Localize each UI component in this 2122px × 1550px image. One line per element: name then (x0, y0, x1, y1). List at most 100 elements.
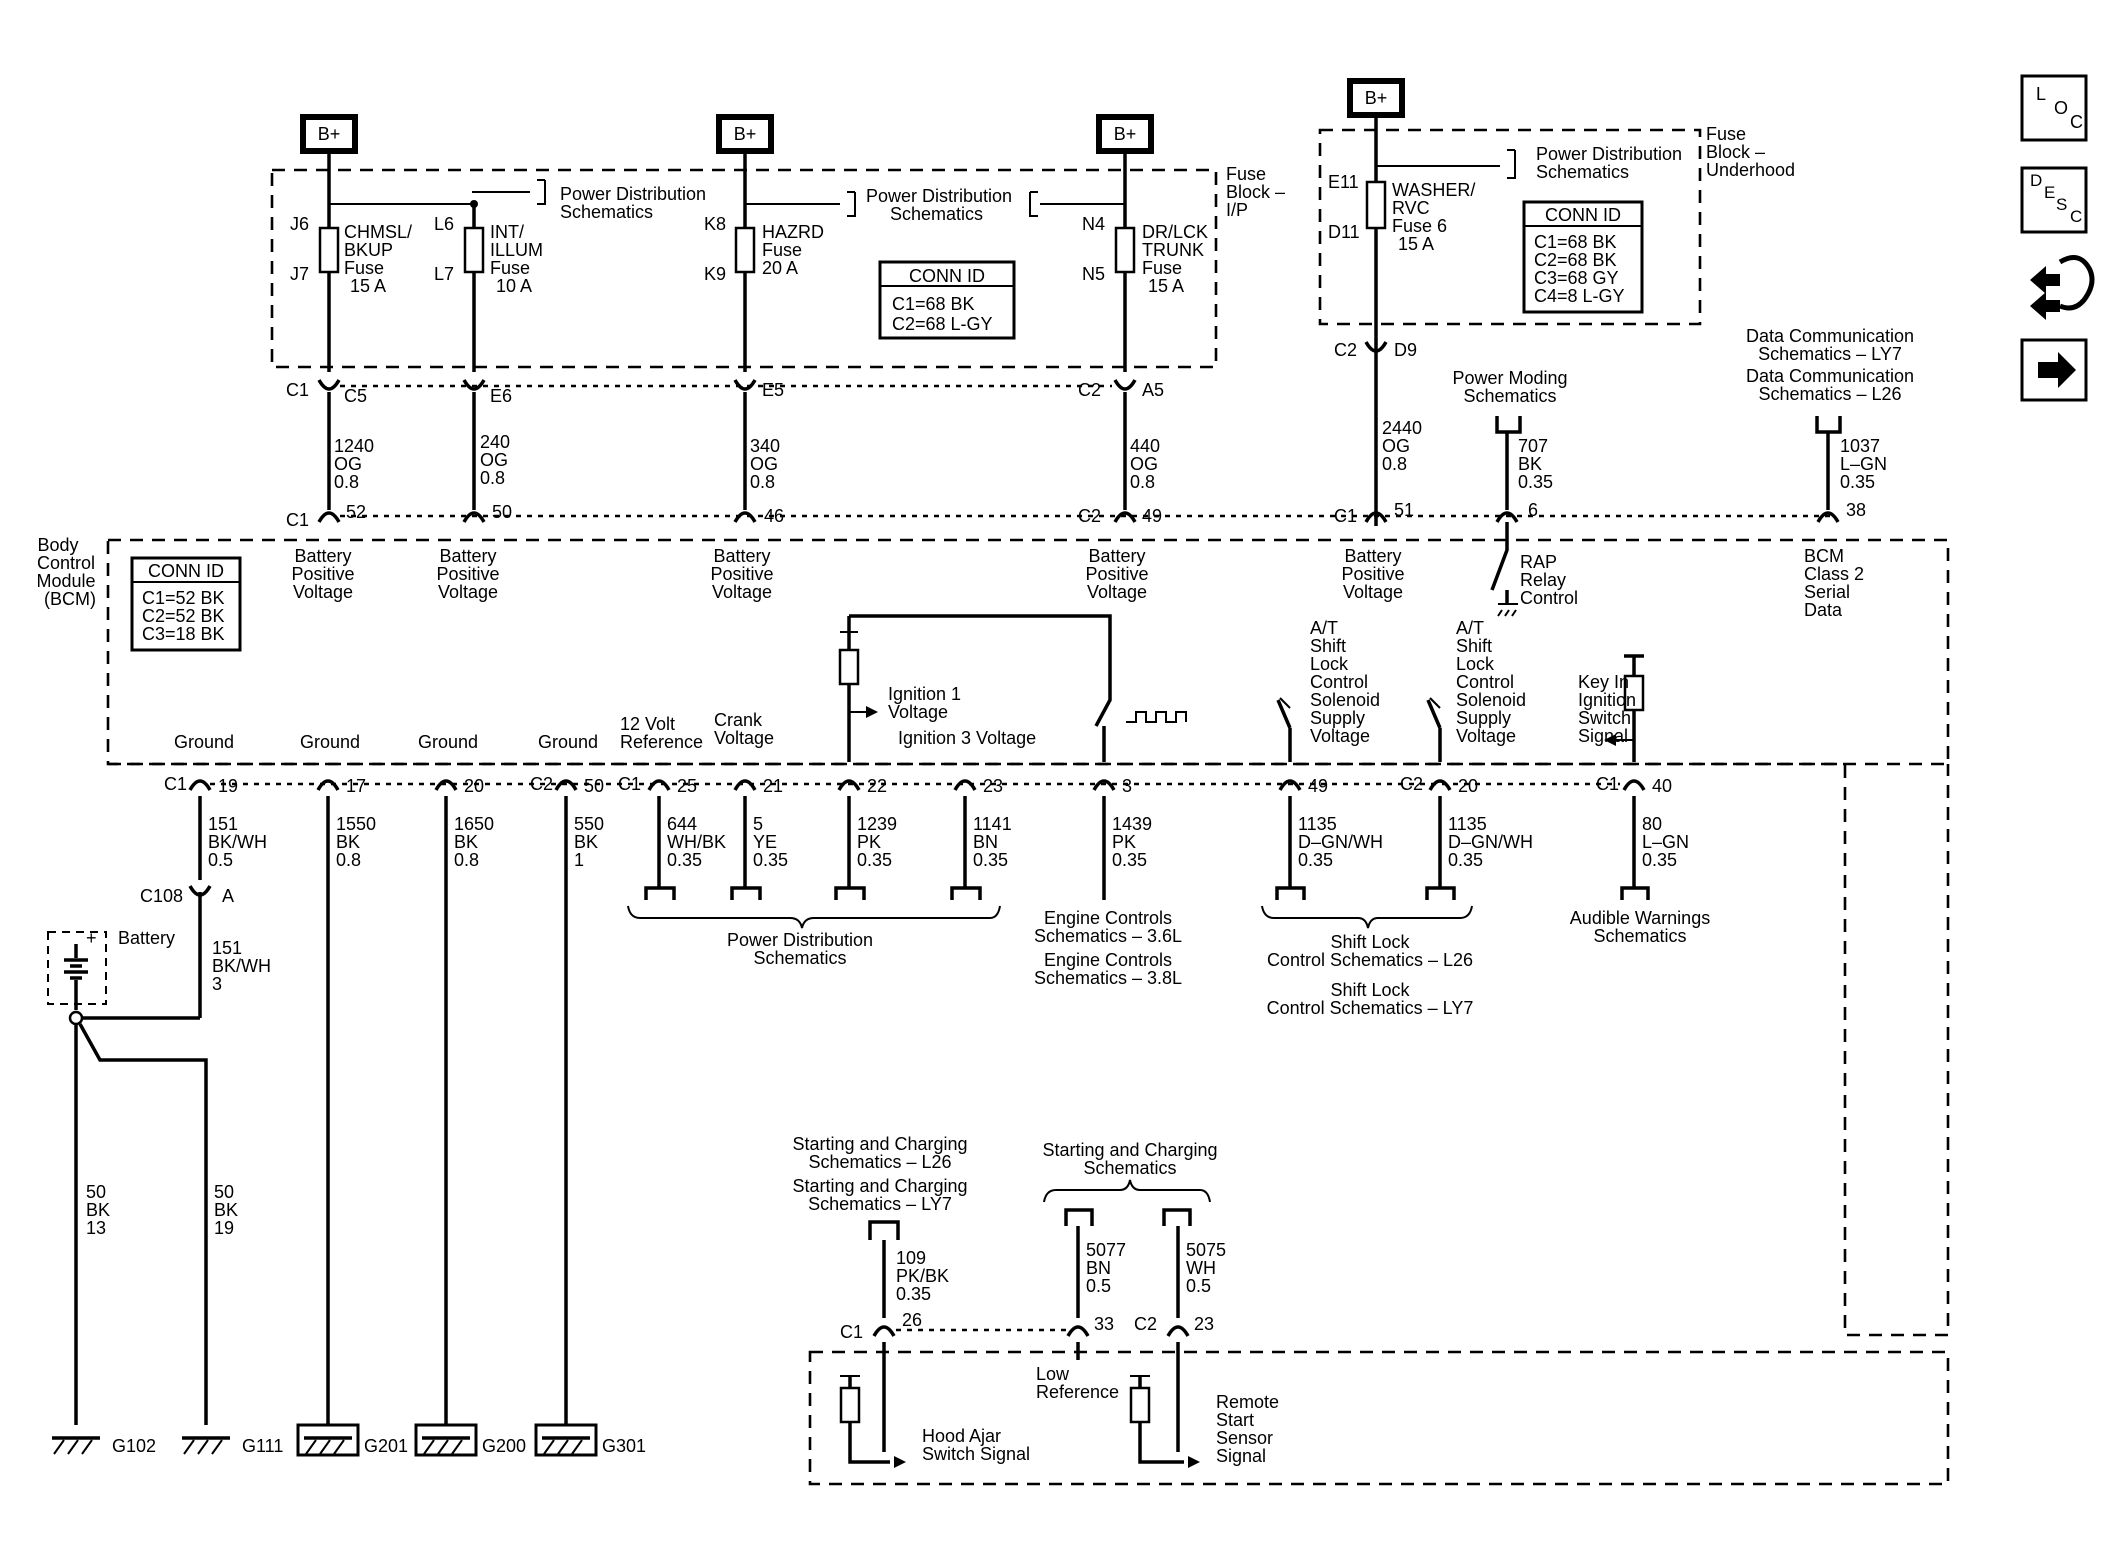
svg-text:Schematics – LY7: Schematics – LY7 (808, 1194, 952, 1214)
svg-text:340: 340 (750, 436, 780, 456)
scs-left-label: Starting and Charging (792, 1134, 967, 1154)
svg-text:B+: B+ (1365, 88, 1388, 108)
svg-text:Voltage: Voltage (712, 582, 772, 602)
svg-text:Schematics: Schematics (753, 948, 846, 968)
svg-text:Schematics – 3.8L: Schematics – 3.8L (1034, 968, 1182, 988)
ground-symbol-g200: G200 (414, 1423, 526, 1457)
wire-label-line: 151 (208, 814, 238, 834)
connector-icon[interactable] (2030, 255, 2095, 321)
fuse-drlck-trunk: N4 N5 DR/LCK TRUNK Fuse 15 A (1082, 154, 1208, 372)
wire-label-line: 0.8 (454, 850, 479, 870)
svg-text:N4: N4 (1082, 214, 1105, 234)
svg-text:C2: C2 (1078, 506, 1101, 526)
svg-text:2440: 2440 (1382, 418, 1422, 438)
wire-label-line: 1 (574, 850, 584, 870)
svg-text:B+: B+ (318, 124, 341, 144)
svg-text:RVC: RVC (1392, 198, 1430, 218)
svg-text:0.8: 0.8 (480, 468, 505, 488)
connector-label: C1 (618, 774, 641, 794)
connector-fuse-block-c5: C1 C5 (286, 379, 367, 406)
svg-text:3: 3 (212, 974, 222, 994)
svg-text:C1: C1 (840, 1322, 863, 1342)
svg-text:26: 26 (902, 1310, 922, 1330)
bpv-label-2: Battery Positive Voltage (436, 546, 499, 602)
next-arrow-button[interactable] (2020, 338, 2088, 402)
connector-fuse-block-d9: C2 D9 (1334, 340, 1417, 360)
svg-text:Signal: Signal (1578, 726, 1628, 746)
svg-text:WH: WH (1186, 1258, 1216, 1278)
wire-50-19: 50 BK 19 (214, 1182, 238, 1238)
wire-label-line: 1239 (857, 814, 897, 834)
svg-text:C2: C2 (1334, 340, 1357, 360)
wire-label-line: 644 (667, 814, 697, 834)
svg-text:E6: E6 (490, 386, 512, 406)
svg-text:J6: J6 (290, 214, 309, 234)
svg-text:C5: C5 (344, 386, 367, 406)
svg-text:Module: Module (36, 571, 95, 591)
desc-button[interactable]: D E S C (2020, 166, 2088, 234)
svg-text:A: A (222, 886, 234, 906)
svg-text:OG: OG (1382, 436, 1410, 456)
svg-text:Underhood: Underhood (1706, 160, 1795, 180)
wire-440: 440 OG 0.8 (1130, 436, 1160, 492)
wire-label-line: BN (973, 832, 998, 852)
svg-text:OG: OG (1130, 454, 1158, 474)
svg-text:Control Schematics – L26: Control Schematics – L26 (1267, 950, 1473, 970)
pin-label: 22 (867, 776, 887, 796)
pin-label: 20 (1458, 776, 1478, 796)
svg-text:Fuse: Fuse (344, 258, 384, 278)
pin-label: 19 (218, 776, 238, 796)
bplus-terminal-2: B+ (716, 114, 774, 154)
svg-text:C1=52 BK: C1=52 BK (142, 588, 225, 608)
svg-text:C2=52 BK: C2=52 BK (142, 606, 225, 626)
svg-text:Fuse 6: Fuse 6 (1392, 216, 1447, 236)
conn-id-box-bcm: CONN ID C1=52 BK C2=52 BK C3=18 BK (130, 556, 242, 652)
svg-text:Remote: Remote (1216, 1392, 1279, 1412)
wire-340: 340 OG 0.8 (750, 436, 780, 492)
ground-id-label: G102 (112, 1436, 156, 1456)
svg-text:Voltage: Voltage (1310, 726, 1370, 746)
low-reference-label: Low (1036, 1364, 1070, 1384)
svg-text:Schematics: Schematics (890, 204, 983, 224)
connector-fuse-block-a5: C2 A5 (1078, 379, 1164, 400)
ground-label-3: Ground (418, 732, 478, 752)
svg-text:BN: BN (1086, 1258, 1111, 1278)
wire-5077: 5077 BN 0.5 (1086, 1240, 1126, 1296)
svg-text:C1=68 BK: C1=68 BK (1534, 232, 1617, 252)
svg-text:51: 51 (1394, 500, 1414, 520)
ground-symbol-g111: G111 (182, 1436, 283, 1456)
svg-text:INT/: INT/ (490, 222, 524, 242)
wire-label-line: 0.35 (1112, 850, 1147, 870)
conn-id-box-uh: CONN ID C1=68 BK C2=68 BK C3=68 GY C4=8 … (1522, 200, 1644, 314)
svg-text:5077: 5077 (1086, 1240, 1126, 1260)
wire-label-line: 0.35 (973, 850, 1008, 870)
svg-text:D: D (2030, 171, 2042, 190)
svg-text:A5: A5 (1142, 380, 1164, 400)
svg-text:CONN ID: CONN ID (148, 561, 224, 581)
loc-button[interactable]: L O C (2020, 74, 2088, 142)
shiftlock-label: Shift Lock (1330, 932, 1410, 952)
fuse-hazrd: K8 K9 HAZRD Fuse 20 A (704, 154, 824, 372)
wire-2440: 2440 OG 0.8 (1382, 418, 1422, 474)
wire-label-line: WH/BK (667, 832, 726, 852)
wire-label-line: 1550 (336, 814, 376, 834)
svg-text:BKUP: BKUP (344, 240, 393, 260)
pin-label: 40 (1652, 776, 1672, 796)
svg-text:Schematics: Schematics (560, 202, 653, 222)
hood-ajar-label: Hood Ajar (922, 1426, 1001, 1446)
conn-id-box-ip: CONN ID C1=68 BK C2=68 L-GY (878, 260, 1016, 340)
bcm-pin-17: 17 (316, 776, 366, 796)
bcm-pin-20: 20 (434, 776, 484, 796)
wire-label-line: 1135 (1448, 814, 1487, 834)
wire-label-line: PK (857, 832, 881, 852)
bcm-pin-38: 38 (1816, 500, 1866, 523)
svg-text:C1: C1 (286, 510, 309, 530)
svg-text:BK: BK (214, 1200, 238, 1220)
bplus-terminal-4: B+ (1347, 78, 1405, 118)
pin-label: 3 (1122, 776, 1132, 796)
svg-text:0.35: 0.35 (896, 1284, 931, 1304)
fuse-block-ip-label: Fuse (1226, 164, 1266, 184)
